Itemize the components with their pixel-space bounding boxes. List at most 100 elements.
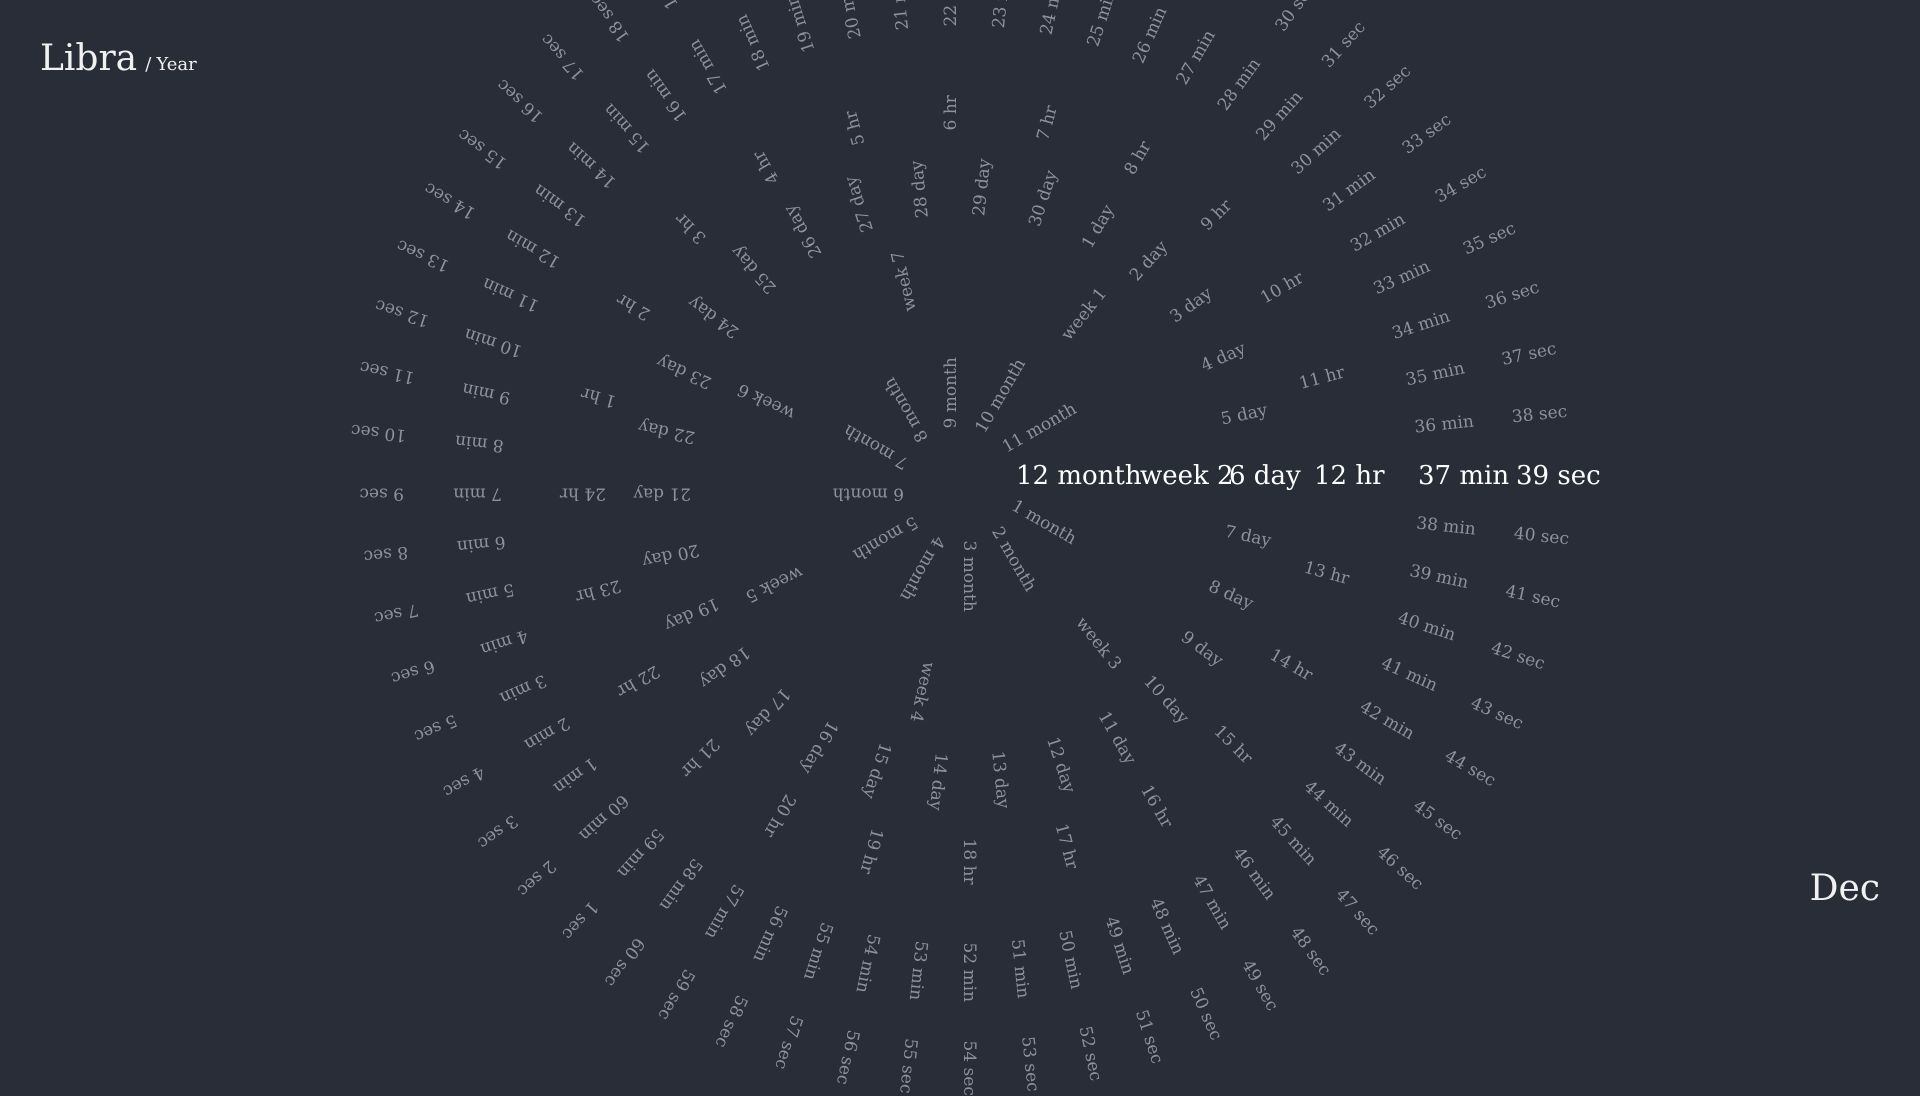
minute-tick: 7 min	[453, 483, 502, 504]
day-tick: 10 day	[1139, 671, 1193, 728]
minute-tick: 40 min	[1395, 607, 1459, 646]
minute-tick: 21 min	[887, 0, 914, 31]
second-tick: 13 sec	[393, 234, 453, 276]
second-tick: 8 sec	[362, 541, 410, 567]
second-tick: 33 sec	[1398, 109, 1456, 159]
day-tick: 14 day	[924, 751, 951, 812]
second-tick: 45 sec	[1409, 795, 1466, 845]
minute-tick: 55 min	[799, 919, 837, 983]
minute-tick: 53 min	[904, 939, 932, 1002]
minute-tick: 27 min	[1172, 26, 1220, 89]
month-tick: 6 month	[832, 483, 904, 504]
minute-tick: 30 min	[1287, 124, 1346, 179]
second-tick: 57 sec	[770, 1012, 807, 1072]
minute-tick: 41 min	[1377, 653, 1441, 696]
day-tick: 30 day	[1025, 167, 1062, 229]
day-tick: 26 day	[780, 201, 827, 262]
second-tick: 17 sec	[536, 29, 589, 85]
second-tick: 12 sec	[372, 294, 432, 331]
second-tick: 48 sec	[1285, 923, 1335, 980]
second-tick: 3 sec	[473, 810, 522, 853]
second-tick: 42 sec	[1488, 638, 1548, 675]
second-tick: 49 sec	[1237, 956, 1283, 1015]
minute-tick: 49 min	[1100, 914, 1139, 978]
brand-unit: Year	[156, 54, 197, 75]
day-tick: 15 day	[858, 740, 895, 802]
week-tick: week 1	[1057, 284, 1112, 345]
minute-tick: 4 min	[477, 625, 531, 660]
hour-tick: 14 hr	[1266, 645, 1317, 686]
minute-tick: 34 min	[1389, 306, 1453, 344]
minute-tick: 48 min	[1145, 895, 1188, 958]
hour-tick: 5 hr	[840, 108, 870, 148]
week-tick: week 3	[1071, 613, 1126, 674]
minute-tick: 19 min	[781, 0, 820, 55]
second-tick: 52 sec	[1074, 1024, 1106, 1083]
day-tick: 2 day	[1125, 237, 1173, 286]
day-tick: 25 day	[727, 241, 781, 298]
hour-tick: 2 hr	[613, 288, 654, 324]
second-tick: 41 sec	[1503, 581, 1562, 613]
current-minute: 37 min	[1418, 461, 1510, 491]
current-week: week 2	[1140, 461, 1234, 491]
day-tick: 13 day	[987, 750, 1014, 810]
second-tick: 15 sec	[454, 124, 511, 174]
minute-tick: 39 min	[1407, 561, 1471, 594]
minute-tick: 14 min	[562, 137, 621, 193]
second-tick: 32 sec	[1360, 61, 1415, 114]
second-tick: 51 sec	[1130, 1007, 1167, 1067]
minute-tick: 35 min	[1404, 358, 1467, 391]
second-tick: 60 sec	[599, 933, 649, 991]
minute-tick: 11 min	[479, 273, 543, 316]
second-tick: 59 sec	[653, 965, 699, 1024]
second-tick: 58 sec	[710, 992, 752, 1051]
second-tick: 10 sec	[350, 419, 408, 446]
day-tick: 16 day	[795, 716, 842, 777]
day-tick: 9 day	[1177, 627, 1227, 671]
minute-tick: 60 min	[574, 790, 633, 845]
second-tick: 11 sec	[358, 356, 417, 388]
week-tick: week 4	[905, 659, 939, 724]
day-tick: 17 day	[740, 683, 795, 740]
second-tick: 5 sec	[410, 709, 460, 747]
day-tick: 23 day	[653, 350, 715, 393]
day-tick: 29 day	[969, 157, 996, 218]
second-tick: 30 sec	[1271, 0, 1321, 36]
minute-tick: 20 min	[833, 0, 866, 41]
month-tick: 1 month	[1007, 496, 1080, 550]
second-tick: 44 sec	[1441, 746, 1499, 792]
week-tick: week 6	[734, 378, 799, 424]
minute-tick: 54 min	[851, 932, 884, 995]
hour-tick: 15 hr	[1209, 721, 1257, 769]
minute-tick: 6 min	[455, 531, 507, 557]
hour-tick: 21 hr	[676, 734, 724, 781]
minute-tick: 38 min	[1415, 513, 1477, 540]
minute-tick: 1 min	[549, 752, 601, 798]
hour-tick: 24 hr	[559, 483, 606, 504]
minute-tick: 25 min	[1083, 0, 1121, 50]
month-tick: 4 month	[895, 532, 949, 605]
minute-tick: 51 min	[1006, 938, 1033, 1000]
hour-tick: 16 hr	[1136, 781, 1177, 832]
day-tick: 3 day	[1166, 283, 1217, 328]
hour-tick: 13 hr	[1301, 557, 1352, 590]
hour-tick: 23 hr	[573, 575, 623, 607]
month-tick: 2 month	[987, 523, 1041, 596]
second-tick: 19 sec	[638, 0, 683, 12]
second-tick: 6 sec	[388, 655, 438, 689]
second-tick: 4 sec	[439, 761, 488, 802]
current-second: 39 sec	[1516, 461, 1601, 491]
second-tick: 9 sec	[359, 483, 404, 504]
second-tick: 55 sec	[895, 1037, 921, 1095]
hour-tick: 1 hr	[579, 382, 619, 412]
minute-tick: 17 min	[684, 35, 732, 98]
minute-tick: 44 min	[1299, 776, 1358, 832]
minute-tick: 28 min	[1213, 54, 1266, 115]
second-tick: 1 sec	[557, 897, 603, 944]
second-tick: 47 sec	[1331, 884, 1384, 940]
hour-tick: 22 hr	[612, 660, 663, 702]
second-tick: 43 sec	[1467, 693, 1527, 735]
second-tick: 53 sec	[1017, 1035, 1043, 1093]
minute-tick: 56 min	[748, 902, 792, 966]
